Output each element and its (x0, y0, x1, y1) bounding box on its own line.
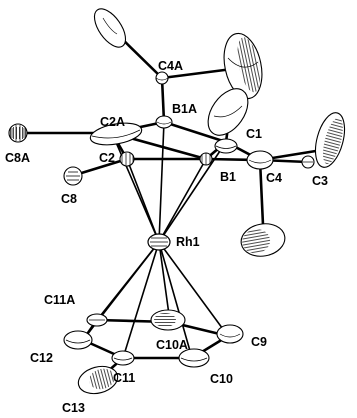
ellipsoid-c4 (246, 150, 274, 170)
atom-label-c9: C9 (251, 335, 267, 349)
atom-label-c11a: C11A (44, 293, 75, 307)
bond-rh1-c2a (111, 132, 160, 243)
atom-label-c10: C10 (210, 372, 233, 386)
ellipsoid-c13 (77, 365, 119, 395)
ellipsoid-c3-methyl (301, 155, 315, 169)
atom-label-c2a: C2A (100, 115, 125, 129)
ellipsoid-c2 (119, 151, 135, 167)
bond-rh1-c10a (158, 241, 171, 323)
atom-label-b1a: B1A (172, 102, 197, 116)
atom-label-rh1: Rh1 (176, 235, 200, 249)
bond-rh1-b1a (158, 121, 165, 243)
ellipsoid-b1 (199, 152, 213, 166)
ellipsoid-c2a (89, 122, 143, 146)
atom-label-c1: C1 (246, 127, 262, 141)
bond-rh1-c1 (158, 141, 227, 243)
atom-label-b1: B1 (220, 170, 236, 184)
ellipsoid-c8 (63, 166, 83, 186)
ellipsoid-c11 (111, 350, 135, 366)
atom-label-c10a: C10A (156, 338, 188, 352)
atom-label-c12: C12 (30, 351, 53, 365)
ellipsoid-c11a (86, 313, 108, 327)
ellipsoid-c9 (216, 324, 244, 344)
bond-c4a-b1a (160, 76, 166, 124)
atom-label-c8: C8 (61, 192, 77, 206)
ellipsoid-c1 (214, 138, 238, 154)
ellipsoid-c12 (63, 330, 93, 350)
bond-c2-c8 (73, 157, 129, 177)
atom-rh1 (147, 233, 171, 251)
atom-label-c4: C4 (266, 171, 282, 185)
ellipsoid-c4a (155, 71, 169, 85)
ellipsoid-c4a-upper-right (223, 32, 263, 100)
atom-label-c2: C2 (99, 151, 115, 165)
ellipsoid-b1a (155, 115, 173, 129)
ellipsoid-c4a-upper-left (93, 8, 127, 48)
bond-rh1-c9 (158, 241, 229, 337)
bond-b1a-c1 (162, 120, 228, 144)
ellipsoid-c8a (8, 123, 28, 143)
atom-label-c13: C13 (62, 401, 85, 415)
bond-rh1-c10 (158, 241, 193, 359)
atom-label-c11: C11 (113, 371, 135, 385)
atom-label-c3: C3 (312, 174, 328, 188)
bond-rh1-c11 (122, 241, 160, 359)
bond-c4-down (258, 158, 265, 227)
label-layer: C4A B1A C2A C1 C8A B1 C4 C3 C2 C8 Rh1 C1… (5, 59, 328, 415)
atom-label-c8a: C8A (5, 151, 30, 165)
atom-label-c4a: C4A (158, 59, 183, 73)
ellipsoid-c10a (150, 309, 186, 331)
ellipsoid-c4-lower (240, 223, 286, 257)
ellipsoid-layer (8, 8, 346, 395)
ellipsoid-c10 (178, 348, 210, 368)
ellipsoid-c3 (314, 112, 346, 168)
ellipsoid-c1-hydrogen (207, 88, 249, 136)
bond-rh1-b1 (158, 158, 207, 243)
